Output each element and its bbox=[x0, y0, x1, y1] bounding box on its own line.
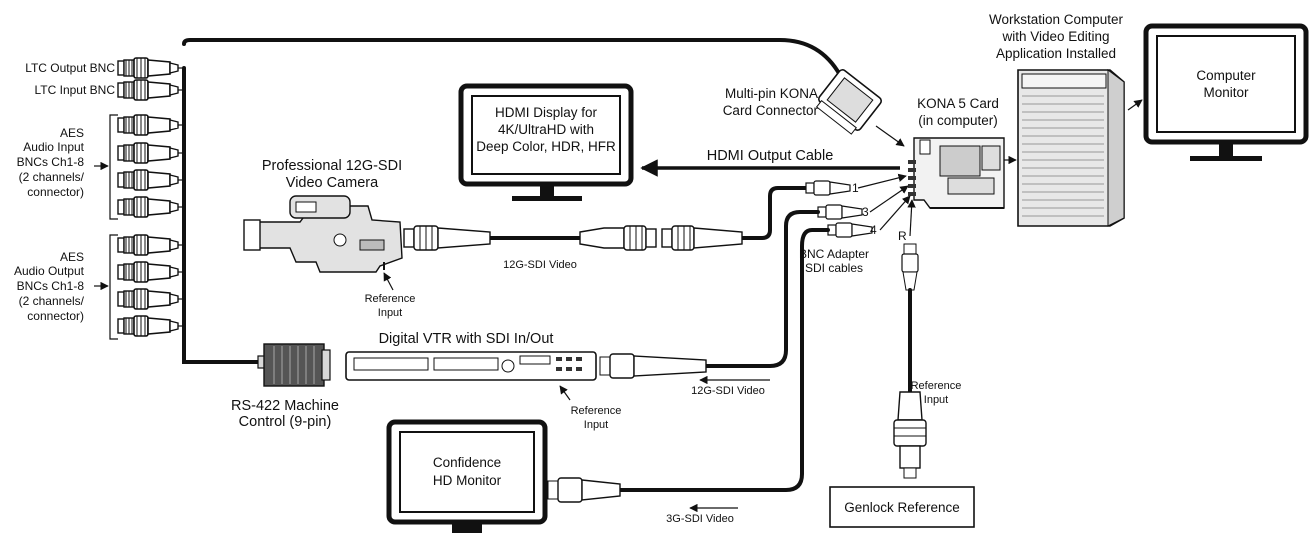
workstation-tower-icon bbox=[1017, 69, 1125, 227]
rs422-label: RS-422 Machine Control (9-pin) bbox=[231, 398, 339, 430]
kona-card-icon bbox=[908, 137, 1005, 209]
svg-text:Audio Output: Audio Output bbox=[14, 264, 85, 278]
genlock-ref-label: Reference Input bbox=[911, 380, 962, 406]
svg-text:RS-422 Machine: RS-422 Machine bbox=[231, 398, 339, 414]
svg-text:BNC Adapter: BNC Adapter bbox=[799, 247, 869, 261]
computer-monitor-label: Computer Monitor bbox=[1196, 68, 1256, 100]
aes-output-bnc-4-icon bbox=[117, 315, 179, 337]
aes-input-label: AES Audio Input BNCs Ch1-8 (2 channels/ … bbox=[17, 126, 85, 199]
hdmi-display-icon bbox=[458, 83, 634, 201]
aes-input-bnc-2-icon bbox=[117, 142, 179, 164]
svg-text:Genlock Reference: Genlock Reference bbox=[844, 500, 960, 515]
svg-text:SDI cables: SDI cables bbox=[805, 261, 863, 275]
svg-text:Card Connector: Card Connector bbox=[723, 103, 819, 118]
svg-text:4K/UltraHD with: 4K/UltraHD with bbox=[498, 122, 594, 137]
ltc-output-label: LTC Output BNC bbox=[25, 61, 115, 75]
vtr-icon bbox=[345, 351, 707, 381]
confidence-monitor-icon bbox=[386, 419, 621, 533]
computer-monitor-icon bbox=[1143, 23, 1309, 161]
svg-text:AES: AES bbox=[60, 126, 84, 140]
svg-text:AES: AES bbox=[60, 250, 84, 264]
svg-text:BNCs Ch1-8: BNCs Ch1-8 bbox=[17, 155, 85, 169]
camera-sdi-cable bbox=[403, 186, 808, 251]
port-labels: 1 3 4 R bbox=[852, 181, 907, 243]
aes-output-bnc-3-icon bbox=[117, 288, 179, 310]
multipin-label: Multi-pin KONA Card Connector bbox=[723, 86, 819, 118]
multipin-connector-icon bbox=[815, 69, 882, 135]
svg-text:Input: Input bbox=[584, 419, 608, 431]
ltc-input-label: LTC Input BNC bbox=[35, 83, 116, 97]
camera-ref-arrow bbox=[383, 272, 394, 291]
vtr-ref-arrow bbox=[559, 385, 571, 401]
svg-text:BNCs Ch1-8: BNCs Ch1-8 bbox=[17, 279, 85, 293]
vtr-cable-label: 12G-SDI Video bbox=[691, 385, 765, 397]
aes-output-bnc-1-icon bbox=[117, 234, 179, 256]
aes-input-bnc-3-icon bbox=[117, 169, 179, 191]
svg-text:(2 channels/: (2 channels/ bbox=[19, 294, 85, 308]
svg-text:Multi-pin KONA: Multi-pin KONA bbox=[725, 86, 818, 101]
svg-text:4: 4 bbox=[870, 223, 877, 237]
ltc-output-bnc-icon bbox=[117, 57, 179, 79]
svg-text:Control (9-pin): Control (9-pin) bbox=[239, 414, 332, 430]
svg-text:Reference: Reference bbox=[365, 293, 416, 305]
aes-output-label: AES Audio Output BNCs Ch1-8 (2 channels/… bbox=[14, 250, 85, 323]
svg-text:Reference: Reference bbox=[571, 405, 622, 417]
bnc-connectors-left bbox=[117, 57, 179, 337]
kona-card-label: KONA 5 Card (in computer) bbox=[917, 96, 999, 128]
ltc-input-bnc-icon bbox=[117, 79, 179, 101]
svg-text:(2 channels/: (2 channels/ bbox=[19, 170, 85, 184]
svg-text:Application Installed: Application Installed bbox=[996, 46, 1116, 61]
bnc-adapter-label: BNC Adapter SDI cables bbox=[799, 247, 869, 275]
svg-text:Reference: Reference bbox=[911, 380, 962, 392]
rs422-connector-icon bbox=[257, 343, 331, 387]
camera-ref-label: Reference Input bbox=[365, 293, 416, 319]
confidence-cable-label: 3G-SDI Video bbox=[666, 513, 734, 525]
workstation-label: Workstation Computer with Video Editing … bbox=[989, 12, 1124, 61]
svg-text:KONA 5 Card: KONA 5 Card bbox=[917, 96, 999, 111]
svg-text:with Video Editing: with Video Editing bbox=[1001, 29, 1109, 44]
genlock-box: Genlock Reference bbox=[829, 486, 975, 528]
svg-text:connector): connector) bbox=[27, 309, 84, 323]
camera-cable-label: 12G-SDI Video bbox=[503, 259, 577, 271]
svg-text:3: 3 bbox=[862, 205, 869, 219]
multipin-arrow bbox=[875, 125, 905, 147]
svg-text:Input: Input bbox=[924, 394, 948, 406]
camera-title: Professional 12G-SDI Video Camera bbox=[262, 158, 402, 191]
svg-text:HDMI Display for: HDMI Display for bbox=[495, 105, 598, 120]
svg-text:Confidence: Confidence bbox=[433, 455, 501, 470]
svg-text:Audio Input: Audio Input bbox=[23, 140, 84, 154]
aes-input-bnc-4-icon bbox=[117, 196, 179, 218]
svg-text:Workstation Computer: Workstation Computer bbox=[989, 12, 1124, 27]
svg-text:Monitor: Monitor bbox=[1203, 85, 1249, 100]
hdmi-cable-label: HDMI Output Cable bbox=[707, 148, 834, 164]
reference-cable bbox=[893, 243, 927, 479]
aes-brackets bbox=[94, 114, 118, 340]
vtr-title: Digital VTR with SDI In/Out bbox=[379, 331, 554, 347]
svg-text:(in computer): (in computer) bbox=[918, 113, 998, 128]
svg-text:Professional 12G-SDI: Professional 12G-SDI bbox=[262, 158, 402, 174]
aes-input-bnc-1-icon bbox=[117, 114, 179, 136]
aes-output-bnc-2-icon bbox=[117, 261, 179, 283]
svg-text:Video Camera: Video Camera bbox=[286, 175, 379, 191]
svg-text:Computer: Computer bbox=[1196, 68, 1256, 83]
svg-text:Deep Color, HDR, HFR: Deep Color, HDR, HFR bbox=[476, 139, 616, 154]
workstation-monitor-link bbox=[1127, 99, 1143, 111]
camera-icon bbox=[243, 195, 403, 273]
svg-text:1: 1 bbox=[852, 181, 859, 195]
svg-text:R: R bbox=[898, 229, 907, 243]
svg-text:HD Monitor: HD Monitor bbox=[433, 473, 502, 488]
bnc-adapter-cables bbox=[618, 173, 916, 492]
hdmi-display-label: HDMI Display for 4K/UltraHD with Deep Co… bbox=[476, 105, 616, 154]
confidence-monitor-label: Confidence HD Monitor bbox=[433, 455, 502, 488]
vtr-ref-label: Reference Input bbox=[571, 405, 622, 431]
svg-text:Input: Input bbox=[378, 307, 402, 319]
svg-text:connector): connector) bbox=[27, 185, 84, 199]
